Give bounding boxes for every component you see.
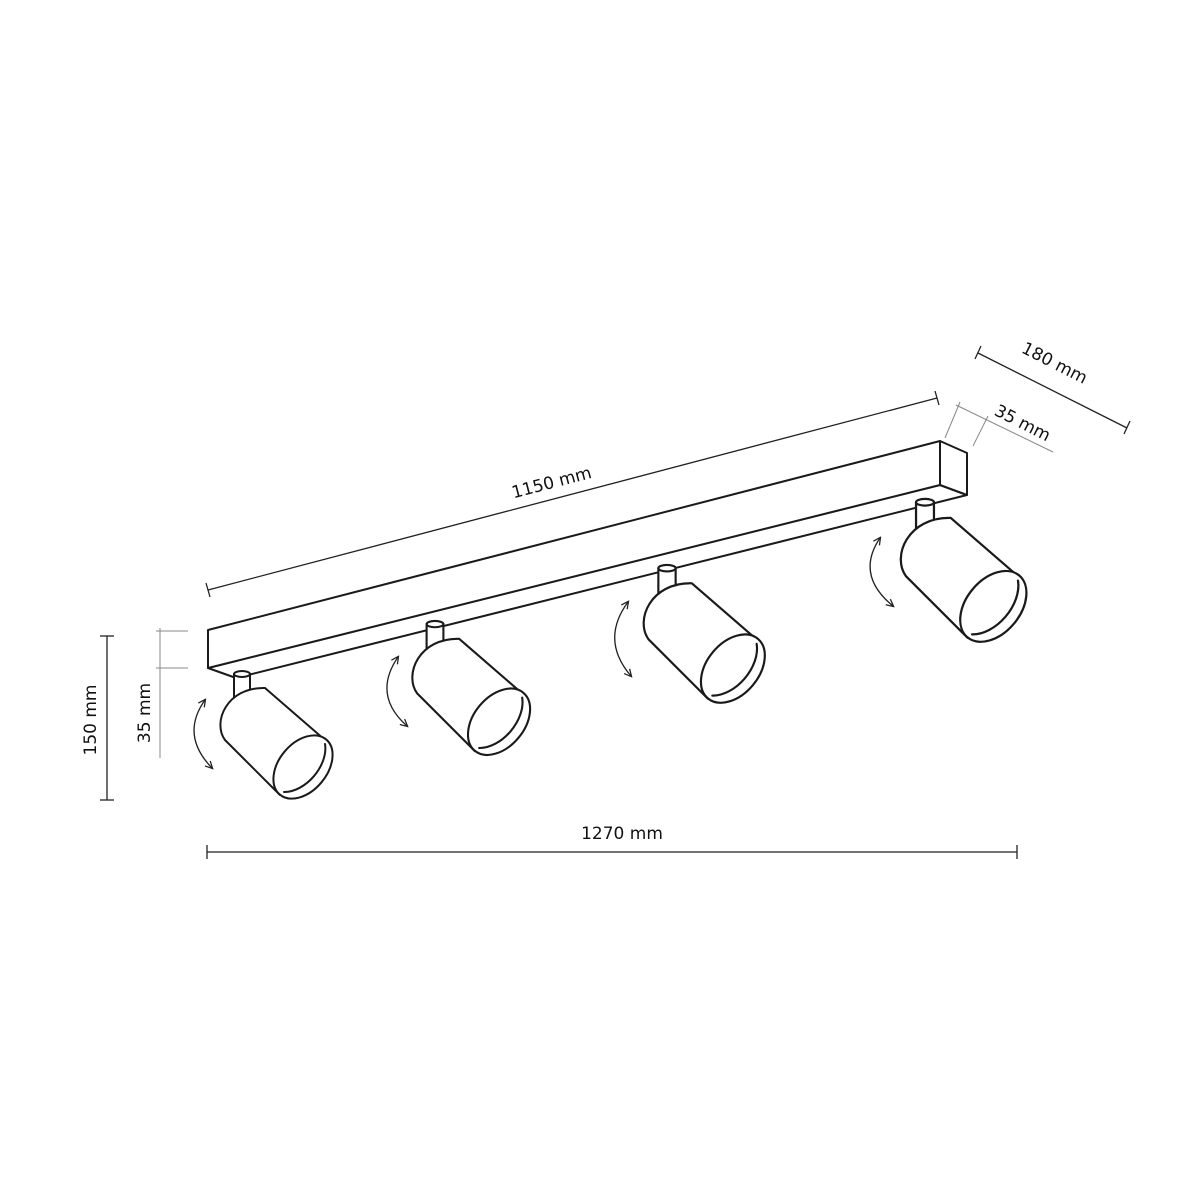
bar-length-label: 1150 mm	[510, 463, 594, 503]
bar-height-label: 35 mm	[135, 683, 155, 743]
spotlight-4	[899, 497, 1041, 656]
mounting-bar	[207, 440, 968, 679]
bar-depth-label: 180 mm	[1018, 339, 1090, 389]
rotation-arrow-icon	[193, 700, 212, 768]
dimension-bar-width: 35 mm	[944, 401, 1054, 453]
dimension-total-length: 1270 mm	[206, 824, 1018, 859]
dimension-total-height: 150 mm	[81, 635, 114, 801]
dimension-bar-height: 35 mm	[135, 628, 188, 758]
spotlight-1	[219, 670, 346, 812]
rotation-arrow-icon	[869, 538, 893, 606]
spotlight-2	[411, 619, 544, 768]
spotlight-3	[642, 563, 779, 717]
rotation-arrow-icon	[386, 657, 407, 726]
total-height-label: 150 mm	[81, 685, 101, 756]
bar-width-label: 35 mm	[991, 401, 1054, 446]
rotation-arrow-icon	[614, 602, 631, 676]
total-length-label: 1270 mm	[581, 824, 663, 844]
